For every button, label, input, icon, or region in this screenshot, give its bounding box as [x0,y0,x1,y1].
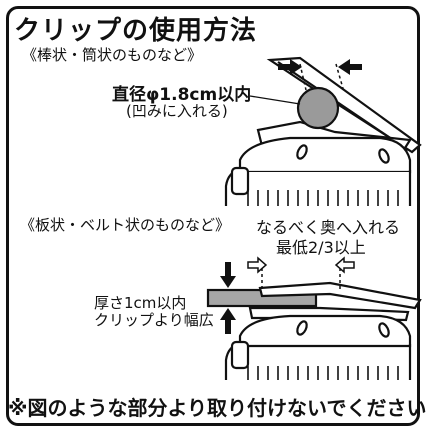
arrow-left-icon [334,256,355,274]
clip-illustrations [206,56,422,380]
dent-label: (凹みに入れる) [126,102,228,120]
width-label: クリップより幅広 [94,311,214,329]
arrow-right-icon [247,256,268,274]
insert-deep-label: なるべく奥へ入れる [256,218,401,237]
arrow-up-icon [220,308,236,334]
minimum-depth-label: 最低2/3以上 [276,238,366,257]
rod-circle [296,86,340,130]
section1-heading: 《棒状・筒状のものなど》 [22,46,203,64]
illustration-plate [206,268,422,380]
page-title: クリップの使用方法 [14,16,258,46]
illustration-rod [224,56,422,206]
arrow-right-icon [278,59,302,75]
bottom-note: ※図のような部分より取り付けないでください [8,396,427,420]
arrow-down-icon [220,262,236,288]
diameter-label: 直径φ1.8cm以内 [112,85,252,105]
thickness-label: 厚さ1cm以内 [94,294,187,312]
arrow-left-icon [338,59,362,75]
section2-heading: 《板状・ベルト状のものなど》 [20,216,231,234]
